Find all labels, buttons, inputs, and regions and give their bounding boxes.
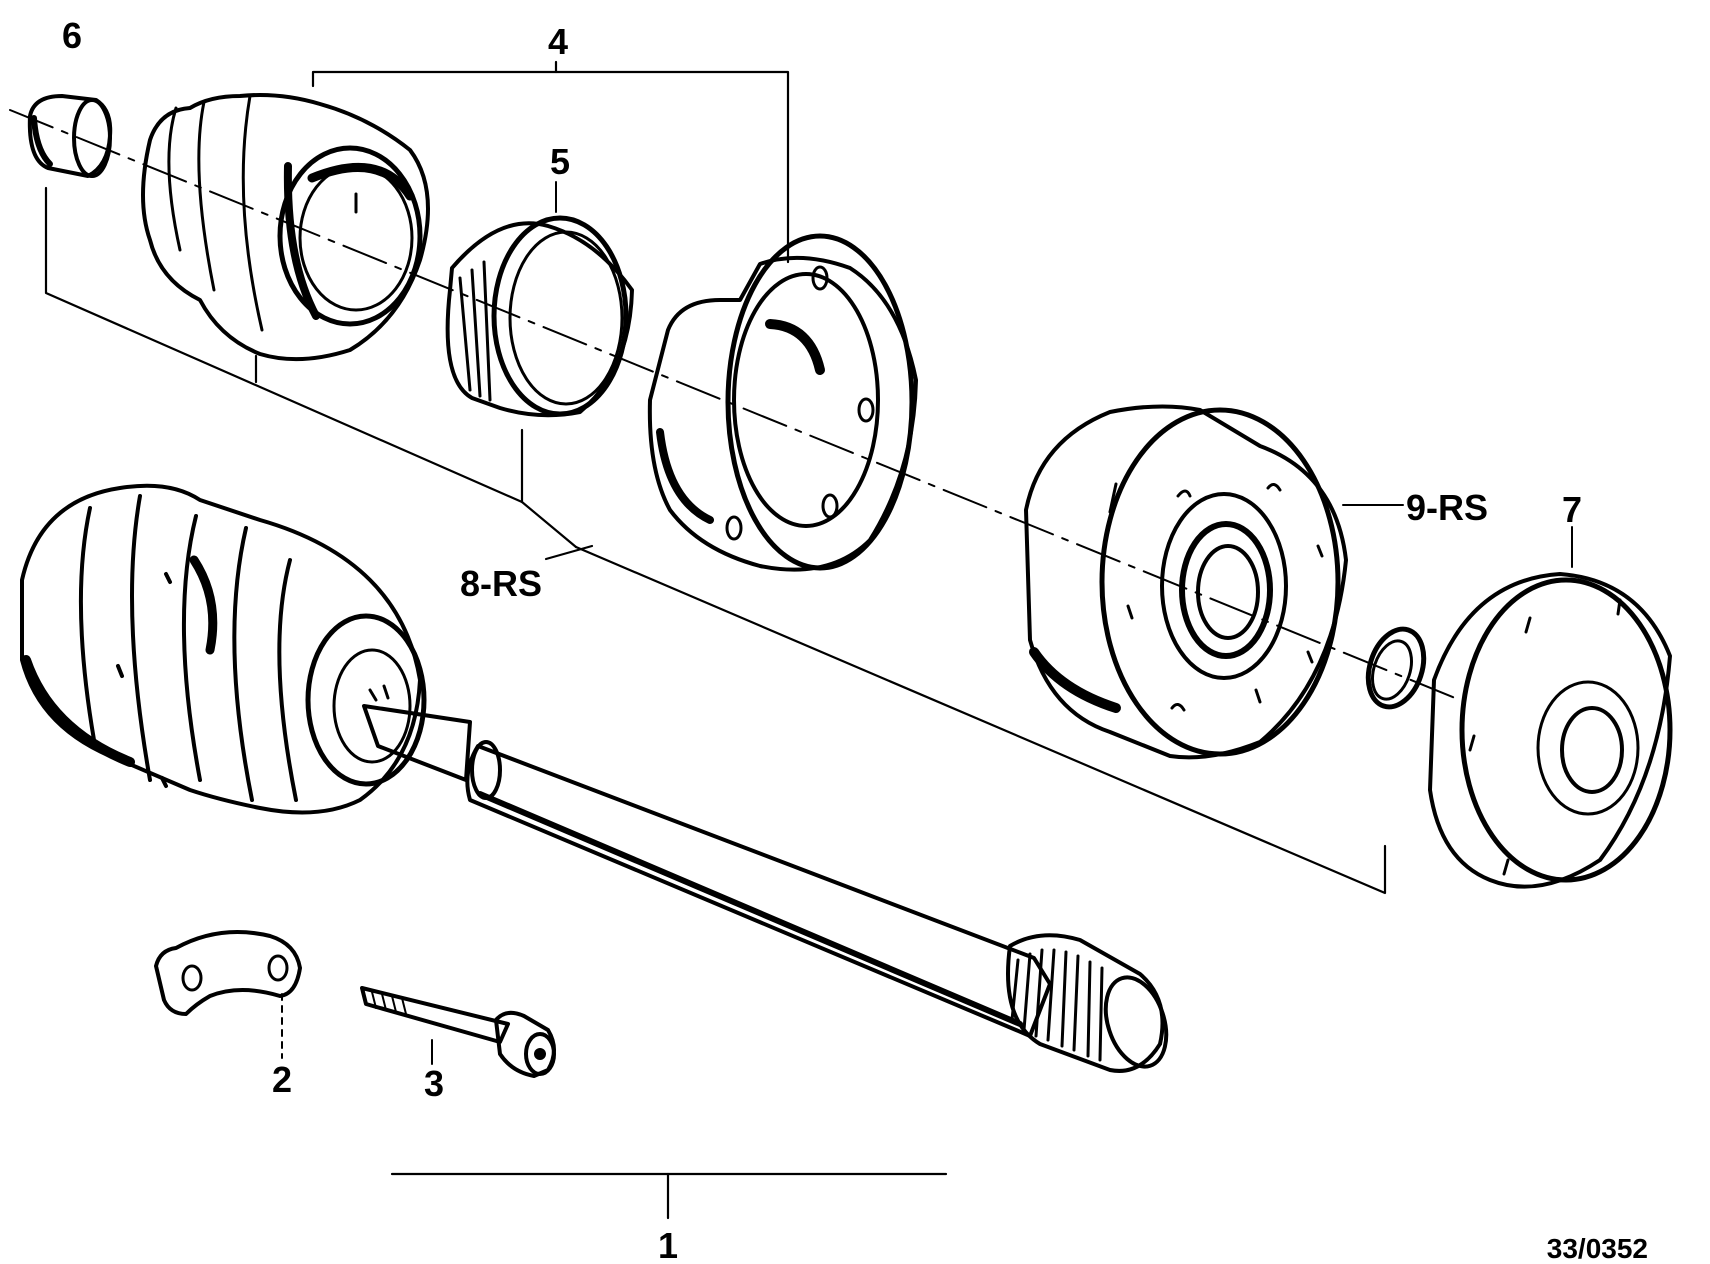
- bracket-8rs: [44, 186, 1387, 895]
- label-3: 3: [424, 1063, 444, 1104]
- circlip-ring: [1365, 626, 1427, 710]
- label-7: 7: [1562, 489, 1582, 530]
- bracket-1: [390, 1172, 948, 1220]
- cage-part-5: [445, 215, 634, 418]
- ring-part-6: [27, 94, 113, 178]
- label-2: 2: [272, 1059, 292, 1100]
- label-4: 4: [548, 21, 568, 62]
- joint-hub: [647, 233, 918, 572]
- diagram-code: 33/0352: [1547, 1233, 1648, 1264]
- screw-part-3: [360, 986, 556, 1078]
- bearing-part-9rs: [1024, 404, 1348, 760]
- label-1: 1: [658, 1225, 678, 1264]
- label-5: 5: [550, 141, 570, 182]
- bracket-4: [311, 60, 790, 264]
- shaft-assembly-part-1: [20, 483, 1169, 1073]
- label-9rs: 9-RS: [1406, 487, 1488, 528]
- lock-plate-part-2: [154, 930, 302, 1016]
- label-8rs: 8-RS: [460, 563, 542, 604]
- label-6: 6: [62, 15, 82, 56]
- cover-part-7: [1428, 572, 1673, 889]
- boot-part-4: [141, 93, 430, 362]
